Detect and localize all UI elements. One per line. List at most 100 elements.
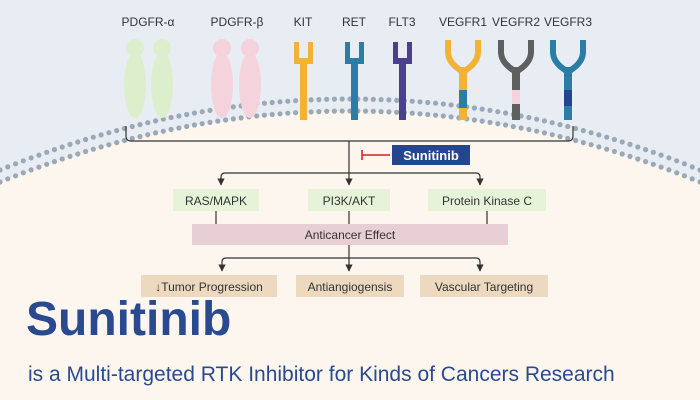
membrane-dot bbox=[36, 152, 42, 158]
membrane-dot bbox=[153, 118, 159, 124]
effect-to-outcome-connectors bbox=[218, 245, 484, 272]
membrane-dot bbox=[191, 122, 197, 128]
membrane-dot bbox=[627, 141, 633, 147]
membrane-dot bbox=[98, 132, 104, 138]
receptor-labels: PDGFR-α PDGFR-β KIT RET FLT3 VEGFR1 VEGF… bbox=[122, 15, 593, 29]
receptor-label-pdgfr-alpha: PDGFR-α bbox=[122, 15, 175, 29]
membrane-dot bbox=[0, 167, 3, 173]
membrane-dot bbox=[588, 130, 594, 136]
membrane-dot bbox=[425, 99, 431, 106]
membrane-dot bbox=[448, 102, 454, 108]
membrane-dot bbox=[510, 123, 516, 130]
membrane-dot bbox=[59, 144, 65, 150]
membrane-dot bbox=[503, 110, 509, 116]
membrane-dot bbox=[13, 161, 19, 167]
membrane-dot bbox=[44, 149, 50, 155]
anticancer-effect-box: Anticancer Effect bbox=[192, 224, 508, 245]
outcome-antiangiogensis: Antiangiogensis bbox=[296, 275, 404, 297]
membrane-dot bbox=[557, 122, 563, 128]
membrane-dot bbox=[479, 118, 485, 124]
membrane-dot bbox=[316, 109, 322, 115]
membrane-dot bbox=[549, 132, 555, 138]
membrane-dot bbox=[269, 99, 275, 106]
membrane-dot bbox=[254, 113, 260, 119]
membrane-dot bbox=[627, 153, 633, 159]
membrane-dot bbox=[534, 128, 540, 134]
membrane-dot bbox=[153, 130, 159, 136]
membrane-dot bbox=[681, 173, 688, 179]
membrane-dot bbox=[471, 117, 477, 123]
membrane-dot bbox=[611, 148, 618, 155]
membrane-dot bbox=[689, 176, 695, 182]
membrane-dot bbox=[526, 114, 532, 121]
membrane-dot bbox=[98, 144, 104, 150]
membrane-dot bbox=[207, 119, 213, 125]
membrane-dot bbox=[643, 159, 649, 165]
membrane-dot bbox=[541, 118, 548, 124]
outcome-tumor-progression: ↓Tumor Progression bbox=[141, 275, 277, 297]
pathway-label: RAS/MAPK bbox=[185, 194, 247, 208]
receptor-bracket bbox=[125, 126, 574, 142]
membrane-dot bbox=[417, 99, 423, 105]
receptor-label-ret: RET bbox=[342, 15, 367, 29]
membrane-dot bbox=[541, 130, 548, 136]
membrane-dot bbox=[28, 167, 34, 173]
vegfr1-receptor-icon bbox=[445, 40, 481, 120]
pathway-label: Protein Kinase C bbox=[442, 194, 532, 208]
membrane-dot bbox=[199, 121, 205, 127]
membrane-dot bbox=[90, 146, 96, 152]
membrane-dot bbox=[596, 144, 602, 150]
membrane-dot bbox=[689, 164, 695, 170]
sunitinib-drug-box: Sunitinib bbox=[392, 145, 470, 165]
pdgfr-alpha-receptor-icon bbox=[124, 39, 173, 118]
membrane-dot bbox=[129, 123, 135, 130]
membrane-dot bbox=[363, 108, 369, 114]
membrane-dot bbox=[285, 98, 291, 104]
membrane-dot bbox=[238, 115, 244, 121]
outcome-label: Vascular Targeting bbox=[435, 280, 533, 294]
membrane-dot bbox=[114, 140, 120, 146]
membrane-dot bbox=[487, 119, 493, 125]
membrane-dot bbox=[658, 164, 664, 170]
membrane-dot bbox=[176, 113, 182, 119]
membrane-dot bbox=[557, 134, 563, 140]
membrane-dot bbox=[316, 97, 322, 103]
membrane-dot bbox=[13, 173, 19, 179]
membrane-dot bbox=[215, 118, 221, 124]
membrane-dot bbox=[433, 112, 439, 118]
receptor-label-flt3: FLT3 bbox=[388, 15, 415, 29]
membrane-dot bbox=[518, 125, 524, 131]
membrane-dot bbox=[67, 141, 73, 147]
membrane-dot bbox=[534, 116, 540, 122]
membrane-dot bbox=[207, 107, 213, 113]
membrane-dot bbox=[191, 110, 197, 116]
membrane-dot bbox=[674, 170, 680, 176]
receptor-label-vegfr3: VEGFR3 bbox=[544, 15, 592, 29]
membrane-dot bbox=[145, 132, 151, 138]
membrane-dot bbox=[573, 137, 579, 144]
membrane-dot bbox=[635, 144, 641, 150]
membrane-dot bbox=[573, 125, 579, 132]
membrane-dot bbox=[650, 149, 656, 155]
receptor-label-pdgfr-beta: PDGFR-β bbox=[211, 15, 264, 29]
membrane-dot bbox=[370, 96, 376, 102]
membrane-dot bbox=[137, 134, 143, 140]
membrane-dot bbox=[526, 126, 532, 133]
membrane-dot bbox=[277, 111, 283, 117]
flt3-receptor-icon bbox=[393, 42, 412, 120]
membrane-dot bbox=[83, 136, 89, 143]
ret-receptor-icon bbox=[345, 42, 364, 120]
membrane-dot bbox=[580, 128, 586, 134]
membrane-dot bbox=[176, 125, 182, 131]
pathway-pi3k-akt: PI3K/AKT bbox=[308, 189, 390, 211]
membrane-dot bbox=[386, 97, 392, 103]
membrane-dot bbox=[199, 109, 205, 115]
membrane-dot bbox=[277, 99, 283, 105]
membrane-dot bbox=[697, 167, 700, 173]
membrane-dot bbox=[308, 97, 314, 103]
membrane-dot bbox=[433, 100, 439, 106]
membrane-dot bbox=[370, 108, 376, 114]
membrane-dot bbox=[28, 155, 34, 161]
membrane-dot bbox=[650, 161, 656, 167]
membrane-dot bbox=[503, 122, 509, 128]
